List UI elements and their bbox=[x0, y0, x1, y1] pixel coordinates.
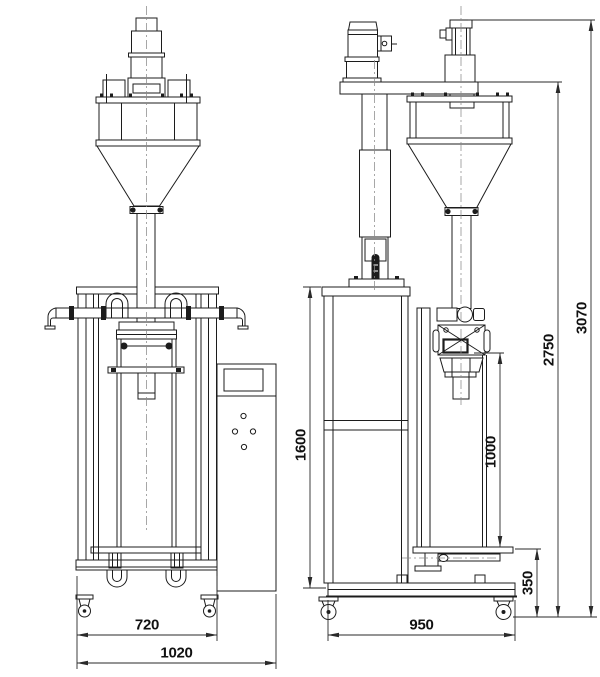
dim-overall-height: 3070 bbox=[468, 19, 595, 618]
panel-button bbox=[249, 428, 257, 435]
dim-frame-height: 1600 bbox=[293, 286, 326, 589]
lift-column bbox=[348, 93, 405, 288]
front-view bbox=[44, 17, 277, 618]
lift-motor bbox=[342, 21, 397, 83]
dimensions: 720 1020 950 1600 1000 350 bbox=[76, 19, 597, 669]
pipe-elbow bbox=[235, 307, 246, 326]
dim-label-3070: 3070 bbox=[574, 302, 591, 334]
dim-label-1000: 1000 bbox=[483, 436, 500, 468]
lower-shelf bbox=[412, 546, 514, 572]
front-caster-right bbox=[200, 594, 219, 618]
cross-arm bbox=[339, 81, 479, 95]
front-frame bbox=[75, 286, 219, 588]
dim-label-1020: 1020 bbox=[160, 645, 192, 662]
panel-button bbox=[240, 443, 248, 451]
dim-label-350: 350 bbox=[520, 571, 537, 595]
front-caster-left bbox=[75, 594, 94, 618]
side-view bbox=[318, 19, 517, 620]
panel-screen bbox=[223, 368, 264, 392]
pipe-ubend bbox=[105, 292, 129, 318]
panel-button bbox=[240, 412, 247, 420]
panel-button bbox=[231, 428, 239, 435]
hopper-cone bbox=[96, 145, 200, 207]
bolt-marks bbox=[411, 92, 509, 96]
bag-rods bbox=[482, 355, 487, 547]
side-hopper bbox=[406, 92, 513, 309]
bolt-marks bbox=[100, 93, 193, 97]
dim-side-base-width: 950 bbox=[327, 600, 516, 641]
pipe-ubend bbox=[164, 292, 188, 318]
pipe-loop bbox=[165, 570, 187, 588]
dim-front-overall-width: 1020 bbox=[76, 594, 277, 669]
hopper-cone bbox=[407, 143, 512, 209]
front-hopper bbox=[95, 93, 201, 323]
dim-bag-drop-height: 1000 bbox=[474, 352, 504, 548]
center-lines bbox=[146, 6, 500, 559]
dim-label-1600: 1600 bbox=[293, 429, 310, 461]
terminal-box bbox=[377, 35, 392, 52]
pipe-loop bbox=[106, 570, 128, 588]
side-cabinet bbox=[321, 286, 411, 584]
carriage-rail bbox=[416, 307, 431, 549]
dim-label-2750: 2750 bbox=[541, 334, 558, 366]
drop-tube bbox=[136, 213, 156, 323]
pipe-couplings bbox=[69, 306, 224, 320]
side-caster-left bbox=[318, 596, 339, 620]
dim-front-base-width: 720 bbox=[76, 576, 218, 669]
control-panel bbox=[216, 363, 277, 592]
side-auger-motor bbox=[439, 19, 476, 83]
side-caster-right bbox=[493, 596, 514, 620]
drop-tube bbox=[451, 215, 472, 309]
dim-label-950: 950 bbox=[409, 617, 433, 634]
dim-label-720: 720 bbox=[135, 617, 159, 634]
front-filler-head bbox=[107, 321, 185, 547]
dim-beam-height: 2750 bbox=[478, 81, 562, 618]
dim-base-height: 350 bbox=[513, 548, 597, 618]
side-base bbox=[326, 574, 517, 598]
pipe-elbow bbox=[47, 307, 58, 326]
bag-clamp bbox=[432, 306, 491, 400]
